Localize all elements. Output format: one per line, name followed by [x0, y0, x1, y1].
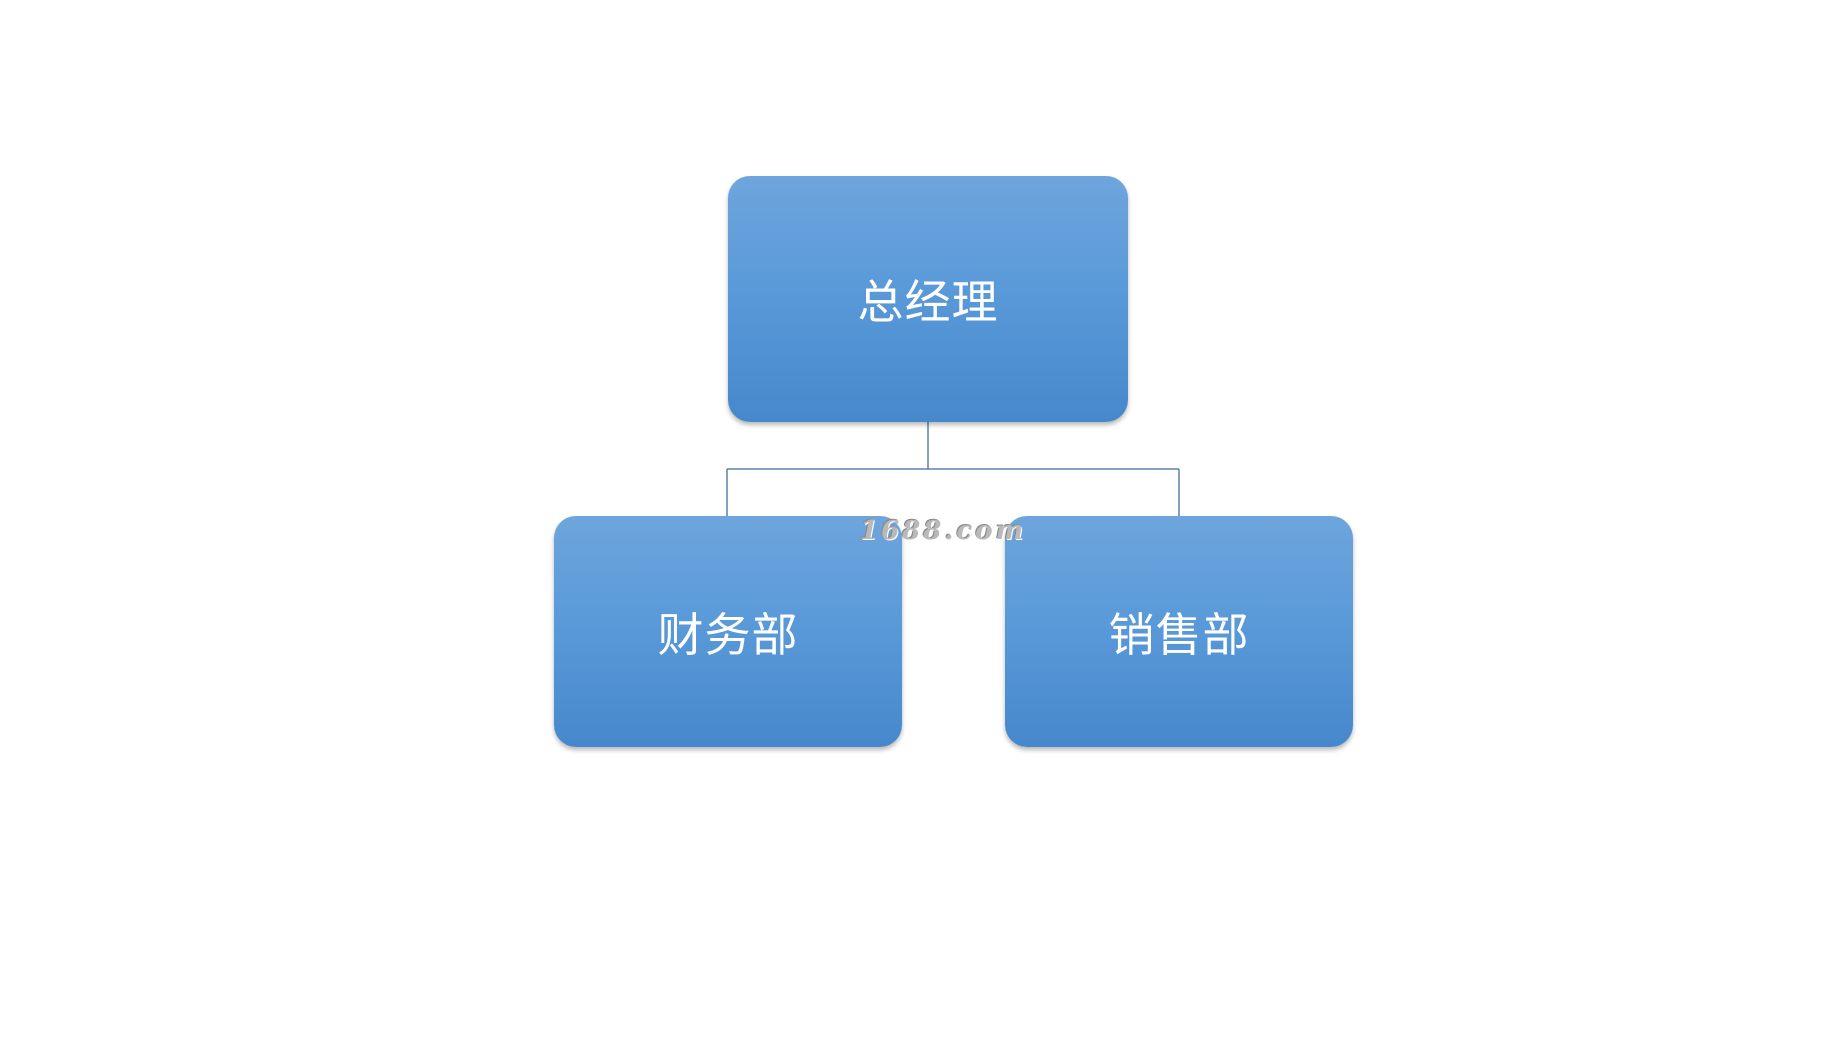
watermark-text: 1688.com	[860, 516, 1027, 546]
node-label: 总经理	[857, 275, 999, 329]
node-finance-department[interactable]: 财务部	[554, 516, 902, 747]
node-sales-department[interactable]: 销售部	[1005, 516, 1353, 747]
node-general-manager[interactable]: 总经理	[728, 176, 1128, 422]
node-label: 销售部	[1108, 607, 1250, 662]
node-label: 财务部	[657, 607, 799, 662]
